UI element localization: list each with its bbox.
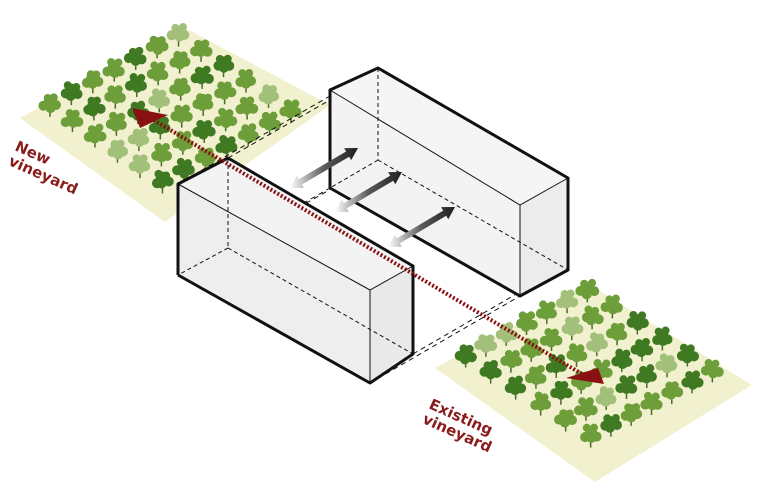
vine-icon [474, 334, 498, 357]
existing-vineyard-vines [454, 278, 724, 448]
vine-icon [170, 104, 193, 128]
vine-icon [124, 73, 147, 97]
route-arrowhead-existing [566, 368, 604, 384]
vine-icon [581, 305, 604, 330]
vine-icon [192, 119, 216, 143]
vine-icon [611, 348, 633, 373]
relocation-route-arrow [132, 108, 604, 384]
vine-icon [235, 96, 259, 120]
vine-icon [151, 142, 173, 167]
vine-icon [214, 81, 237, 105]
vine-icon [600, 294, 623, 319]
vine-icon [524, 364, 547, 389]
vine-icon [123, 46, 147, 70]
vine-icon [595, 386, 617, 410]
vine-icon [213, 54, 235, 78]
vine-icon [166, 23, 190, 47]
vine-icon [192, 93, 214, 116]
vine-icon [661, 381, 684, 405]
existing-vineyard-plot [435, 278, 752, 482]
vine-icon [545, 354, 567, 378]
vine-icon [102, 58, 125, 82]
vine-icon [105, 111, 127, 136]
vine-icon [169, 50, 191, 74]
vine-icon [626, 310, 649, 335]
vine-icon [148, 88, 171, 113]
vine-icon [81, 70, 104, 94]
vine-icon [600, 414, 622, 437]
vine-icon [566, 343, 588, 367]
vine-icon [615, 375, 638, 399]
vine-icon [128, 154, 151, 179]
vine-icon [235, 69, 257, 93]
vine-icon [83, 123, 107, 148]
vine-icon [561, 316, 584, 341]
vine-icon [555, 289, 579, 314]
vine-icon [190, 65, 214, 89]
vine-icon [516, 311, 538, 335]
vine-icon [580, 423, 602, 448]
vine-icon [620, 403, 643, 426]
double-headed-arrow-icon [290, 148, 358, 188]
vine-icon [146, 61, 169, 86]
vine-icon [539, 328, 563, 351]
vine-icon [630, 338, 654, 362]
vine-icon [104, 85, 126, 109]
vine-icon [700, 359, 724, 383]
vine-icon [151, 169, 174, 194]
double-headed-arrow-icon [335, 172, 402, 212]
vine-icon [681, 370, 704, 394]
back-building-volume [328, 66, 570, 298]
vine-icon [172, 157, 195, 182]
vine-icon [605, 322, 628, 346]
vine-icon [83, 96, 106, 121]
vine-icon [554, 409, 578, 432]
vine-icon [655, 353, 678, 378]
vine-icon [38, 93, 61, 117]
vine-icon [258, 111, 282, 135]
double-headed-arrow-icon [388, 207, 455, 247]
vine-icon [586, 332, 608, 357]
vine-icon [237, 123, 259, 147]
vine-icon [127, 127, 150, 152]
vine-icon [479, 359, 502, 384]
vine-icon [258, 84, 280, 108]
vine-icon [640, 391, 663, 415]
vine-icon [676, 343, 700, 367]
vine-icon [495, 322, 518, 346]
vine-icon [60, 81, 83, 106]
vine-icon [535, 300, 557, 325]
vine-icon [190, 39, 213, 62]
vine-icon [575, 278, 600, 303]
exchange-arrows [290, 148, 455, 247]
vine-icon [215, 134, 238, 159]
vine-icon [530, 391, 552, 416]
vine-icon [60, 109, 84, 133]
vine-icon [636, 364, 657, 389]
route-arrowhead-new [132, 108, 168, 128]
vine-icon [213, 107, 238, 132]
vine-icon [573, 397, 598, 421]
vine-icon [550, 380, 573, 405]
vine-icon [107, 139, 129, 163]
vine-icon [145, 35, 169, 59]
vine-icon [500, 349, 523, 373]
vine-icon [454, 344, 477, 368]
vine-icon [504, 375, 527, 400]
vine-icon [652, 326, 673, 351]
vine-icon [169, 77, 191, 101]
front-building-volume [176, 156, 415, 385]
